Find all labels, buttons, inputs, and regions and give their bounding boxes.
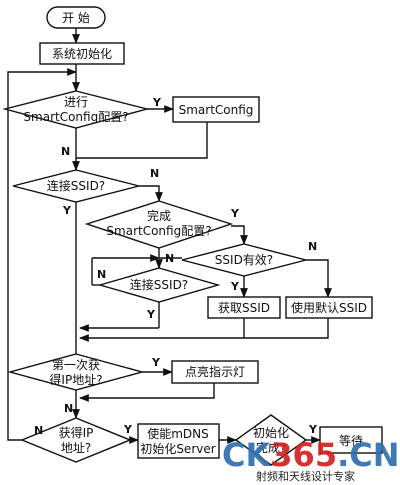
node-mdns-line2: 初始化Server	[140, 442, 215, 456]
edge-d2-no-d3	[139, 185, 163, 202]
watermark: CK365.CN 射频和天线设计专家	[222, 436, 400, 483]
decision-first-ip-line2: 得IP地址?	[49, 372, 102, 387]
decision-got-ip-line2: 地址?	[61, 441, 91, 455]
node-smartconfig	[172, 96, 260, 123]
label-yes-1: Y	[152, 96, 162, 109]
label-no-5: N	[97, 268, 106, 281]
decision-config-done	[84, 200, 234, 249]
decision-smartconfig-line1: 进行	[64, 95, 88, 109]
node-init	[39, 42, 125, 65]
node-default-ssid	[285, 296, 373, 319]
label-yes-5: Y	[146, 308, 156, 321]
watermark-brand: CK365.CN	[222, 436, 400, 474]
edge-led-merge	[79, 383, 215, 402]
node-default-ssid-label: 使用默认SSID	[291, 300, 367, 315]
node-wait-label: 等待	[339, 434, 363, 448]
decision-connect-ssid-label: 连接SSID?	[47, 178, 105, 193]
decision-init-done-line2: 完成?	[256, 440, 286, 455]
node-mdns-line1: 使能mDNS	[147, 426, 209, 441]
label-yes-2: Y	[62, 204, 72, 217]
branch-labels: Y N N Y Y N N N Y Y Y N N Y Y	[34, 96, 318, 437]
decision-first-ip	[7, 353, 145, 391]
edge-d4-no-default	[306, 259, 332, 298]
decision-connect-ssid-2-label: 连接SSID?	[130, 277, 188, 292]
label-yes-7: Y	[123, 423, 133, 436]
label-yes-4: Y	[230, 280, 240, 293]
node-led	[171, 360, 259, 384]
label-yes-6: Y	[151, 356, 161, 369]
edge-d3-yes-d4	[231, 225, 248, 245]
decision-smartconfig	[2, 90, 150, 129]
node-mdns	[137, 423, 220, 459]
decision-config-done-line1: 完成	[147, 208, 171, 223]
node-get-ssid-label: 获取SSID	[218, 301, 270, 315]
decision-config-done-line2: SmartConfig配置?	[106, 224, 211, 238]
label-no-4: N	[308, 240, 317, 253]
decision-smartconfig-line2: SmartConfig配置?	[23, 110, 128, 124]
label-no-3: N	[165, 252, 174, 265]
decision-connect-ssid	[12, 169, 140, 203]
label-no-7: N	[34, 424, 43, 437]
node-start-label: 开 始	[62, 11, 90, 25]
node-led-label: 点亮指示灯	[185, 364, 245, 379]
node-smartconfig-label: SmartConfig	[179, 103, 254, 117]
node-start	[46, 6, 106, 29]
label-no-6: N	[64, 402, 73, 415]
decision-got-ip-line1: 获得IP	[59, 425, 94, 440]
connectors	[7, 28, 332, 444]
decision-init-done	[234, 414, 308, 466]
edge-default-merge	[244, 318, 329, 339]
decision-ssid-valid-label: SSID有效?	[215, 252, 273, 267]
edge-smartconfig-back	[76, 122, 208, 159]
node-get-ssid	[207, 296, 281, 319]
label-yes-8: Y	[308, 423, 318, 436]
watermark-subtitle: 射频和天线设计专家	[256, 469, 355, 483]
edge-d7-no-loop	[7, 68, 77, 441]
decision-got-ip	[20, 417, 132, 463]
decision-init-done-line1: 初始化	[253, 426, 289, 440]
label-no-1: N	[61, 145, 70, 158]
decision-ssid-valid	[181, 243, 307, 277]
decision-first-ip-line1: 第一次获	[52, 358, 100, 372]
label-no-2: N	[150, 167, 159, 180]
decision-connect-ssid-2	[97, 267, 221, 303]
node-init-label: 系统初始化	[52, 47, 112, 61]
node-wait	[319, 426, 383, 454]
label-yes-3: Y	[230, 207, 240, 220]
